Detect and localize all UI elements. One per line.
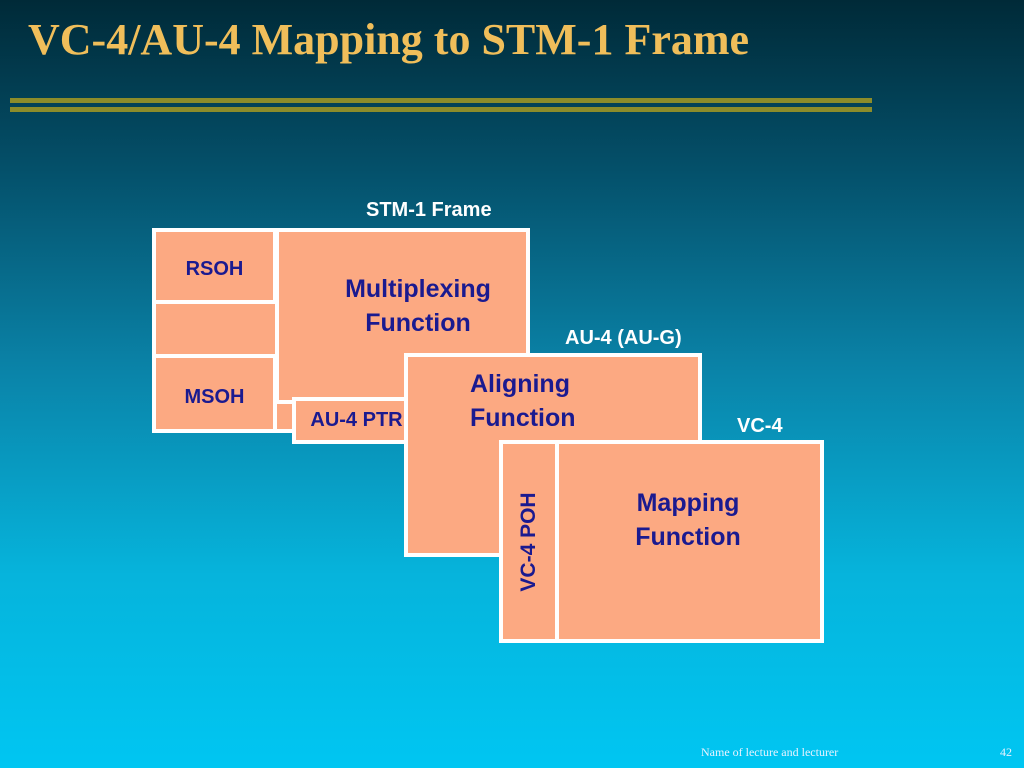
rsoh-box [152, 228, 277, 304]
rsoh-label: RSOH [185, 258, 244, 280]
title-underline-bottom [10, 107, 872, 112]
multiplexing-function-label: Multiplexing Function [345, 275, 491, 337]
aligning-function-label: Aligning Function [470, 370, 576, 432]
title-underline-top [10, 98, 872, 103]
vc4-label: VC-4 [737, 415, 783, 437]
slide-title: VC-4/AU-4 Mapping to STM-1 Frame [28, 15, 750, 64]
footer-text: Name of lecture and lecturer [701, 745, 839, 759]
page-number: 42 [1000, 745, 1012, 759]
au4-pointer-box [292, 397, 417, 444]
au4-label: AU-4 (AU-G) [565, 327, 682, 349]
stm1-frame-label: STM-1 Frame [366, 199, 492, 221]
vc4-box [555, 440, 824, 643]
msoh-box [152, 354, 277, 433]
msoh-label: MSOH [184, 386, 245, 408]
vc4-poh-label: VC-4 POH [517, 492, 540, 592]
au4-pointer-label: AU-4 PTR [310, 409, 403, 431]
mapping-function-label: Mapping Function [635, 489, 741, 551]
